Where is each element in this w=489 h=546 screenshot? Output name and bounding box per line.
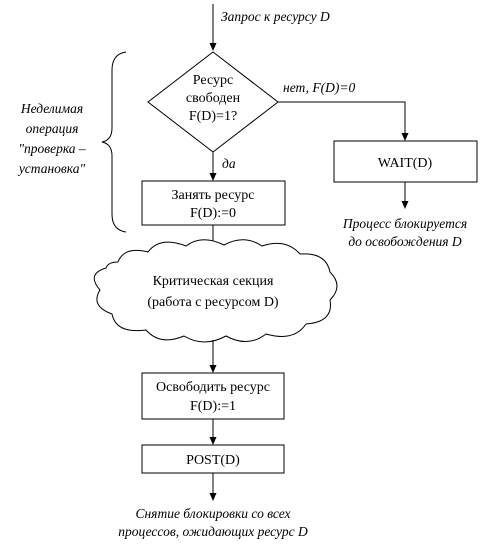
release-box xyxy=(141,372,285,420)
critical-section-line-2: (работа с ресурсом D) xyxy=(147,295,279,310)
release-box-line-1: Освободить ресурс xyxy=(156,380,270,395)
acquire-box-line-2: F(D):=0 xyxy=(190,206,236,221)
indivisible-note-line-4: установка" xyxy=(17,161,86,176)
decision-line-1: Ресурс xyxy=(193,73,233,88)
decision-line-2: свободен xyxy=(186,91,241,106)
post-box-label: POST(D) xyxy=(186,453,240,468)
yes-branch-label: да xyxy=(222,156,236,171)
indivisible-note-line-3: "проверка – xyxy=(18,141,86,156)
indivisible-note-line-2: операция xyxy=(26,121,79,136)
exit-note-line-2: процессов, ожидающих ресурс D xyxy=(118,524,308,539)
critical-section-line-1: Критическая секция xyxy=(153,274,274,289)
entry-label: Запрос к ресурсу D xyxy=(221,9,330,24)
wait-box xyxy=(333,140,478,183)
wait-box-label: WAIT(D) xyxy=(378,156,433,171)
indivisible-brace xyxy=(101,51,127,233)
exit-note-line-1: Снятие блокировки со всех xyxy=(135,506,290,521)
blocked-note-line-1: Процесс блокируется xyxy=(342,216,467,231)
acquire-box xyxy=(141,180,286,226)
no-branch-label: нет, F(D)=0 xyxy=(283,80,355,95)
acquire-box-line-1: Занять ресурс xyxy=(172,188,255,203)
no-branch-arrow xyxy=(278,101,409,141)
release-box-line-2: F(D):=1 xyxy=(190,399,236,414)
critical-section-cloud xyxy=(93,239,338,343)
post-box xyxy=(141,444,285,474)
blocked-note-line-2: до освобождения D xyxy=(348,234,462,249)
indivisible-note-line-1: Неделимая xyxy=(20,101,83,116)
decision-line-3: F(D)=1? xyxy=(189,109,237,124)
